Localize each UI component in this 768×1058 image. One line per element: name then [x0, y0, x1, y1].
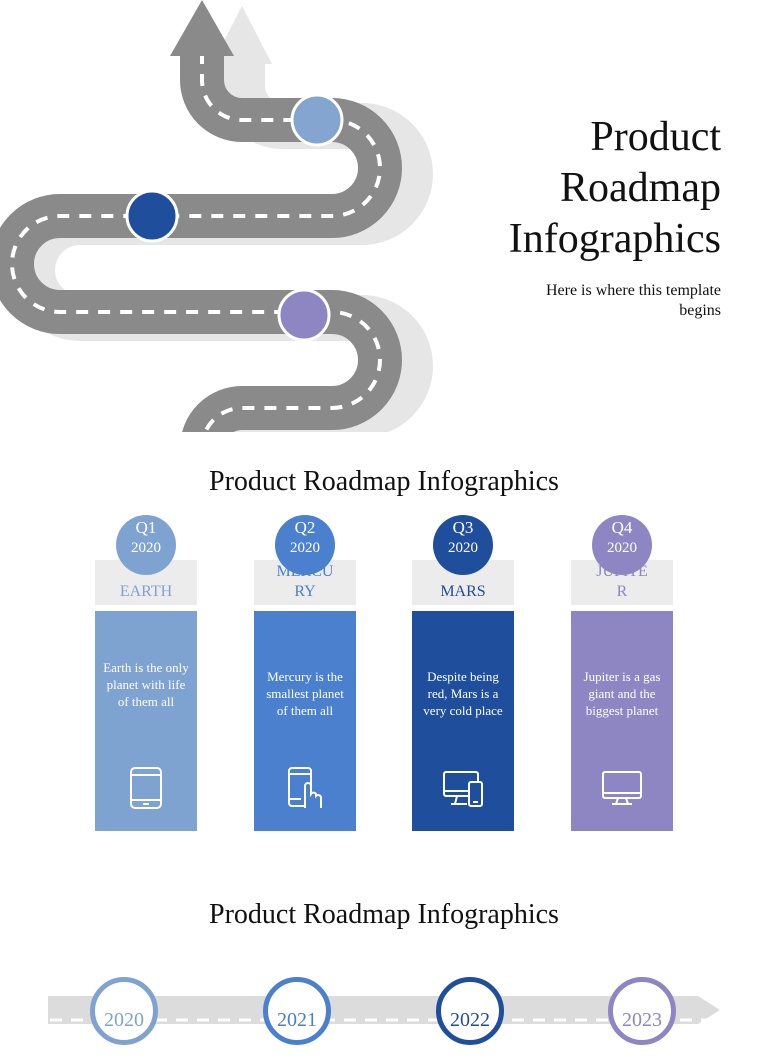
milestone-2 — [125, 189, 179, 243]
quarter-description: Mercury is the smallest planet of them a… — [266, 669, 344, 718]
quarter-description: Earth is the only planet with life of th… — [103, 660, 189, 709]
quarter-badge: Q4 2020 — [592, 515, 652, 575]
planet-name: EARTH — [119, 583, 173, 600]
milestone-1 — [290, 93, 344, 147]
road-arrow-head — [170, 0, 234, 56]
quarter-badge: Q1 2020 — [116, 515, 176, 575]
planet-name: MARS — [440, 583, 486, 600]
milestone-3 — [277, 288, 331, 342]
hero-title: Product Roadmap Infographics — [481, 112, 721, 265]
quarter-badge: Q2 2020 — [275, 515, 335, 575]
hero-title-line: Roadmap — [560, 165, 721, 211]
year-label: 2023 — [622, 1009, 662, 1031]
quarter-label: Q2 — [294, 518, 316, 537]
year-label: 2021 — [277, 1009, 317, 1031]
quarter-label: Q4 — [611, 518, 633, 537]
quarter-card: Mercury is the smallest planet of them a… — [254, 611, 356, 831]
quarter-description: Jupiter is a gas giant and the biggest p… — [583, 669, 661, 718]
year-label: 2020 — [104, 1009, 144, 1031]
year-marker-2023: 2023 — [608, 977, 676, 1045]
quarter-column-q3: Q3 2020 MARS Despite being red, Mars is … — [412, 515, 514, 831]
year-marker-2022: 2022 — [436, 977, 504, 1045]
year-label: 2022 — [450, 1009, 490, 1031]
hero-subtitle: Here is where this template begins — [545, 282, 721, 319]
quarter-column-q4: Q4 2020 JUPITER Jupiter is a gas giant a… — [571, 515, 673, 831]
quarter-card: Earth is the only planet with life of th… — [95, 611, 197, 831]
quarter-year: 2020 — [290, 540, 320, 556]
hero-title-line: Infographics — [508, 216, 721, 262]
quarter-column-q1: Q1 2020 EARTH Earth is the only planet w… — [95, 515, 197, 831]
quarter-badge: Q3 2020 — [433, 515, 493, 575]
quarter-year: 2020 — [448, 540, 478, 556]
quarters-section-title: Product Roadmap Infographics — [209, 466, 559, 497]
quarter-column-q2: Q2 2020 MERCURY Mercury is the smallest … — [254, 515, 356, 831]
year-marker-2020: 2020 — [90, 977, 158, 1045]
road-center-dashes — [9, 52, 383, 432]
tablet-icon — [130, 767, 162, 809]
hero-title-line: Product — [590, 114, 721, 160]
devices-icon — [443, 771, 483, 807]
quarter-label: Q3 — [452, 518, 474, 537]
timeline-section-title: Product Roadmap Infographics — [209, 899, 559, 930]
quarter-year: 2020 — [131, 540, 161, 556]
timeline-road — [48, 996, 720, 1024]
winding-road-graphic — [0, 0, 433, 432]
quarter-description: Despite being red, Mars is a very cold p… — [423, 669, 503, 718]
quarter-year: 2020 — [607, 540, 637, 556]
quarter-card: Despite being red, Mars is a very cold p… — [412, 611, 514, 831]
quarter-label: Q1 — [135, 518, 157, 537]
touch-phone-icon — [288, 767, 322, 808]
timeline-band — [48, 996, 720, 1024]
quarter-card: Jupiter is a gas giant and the biggest p… — [571, 611, 673, 831]
year-marker-2021: 2021 — [263, 977, 331, 1045]
monitor-icon — [602, 771, 642, 805]
